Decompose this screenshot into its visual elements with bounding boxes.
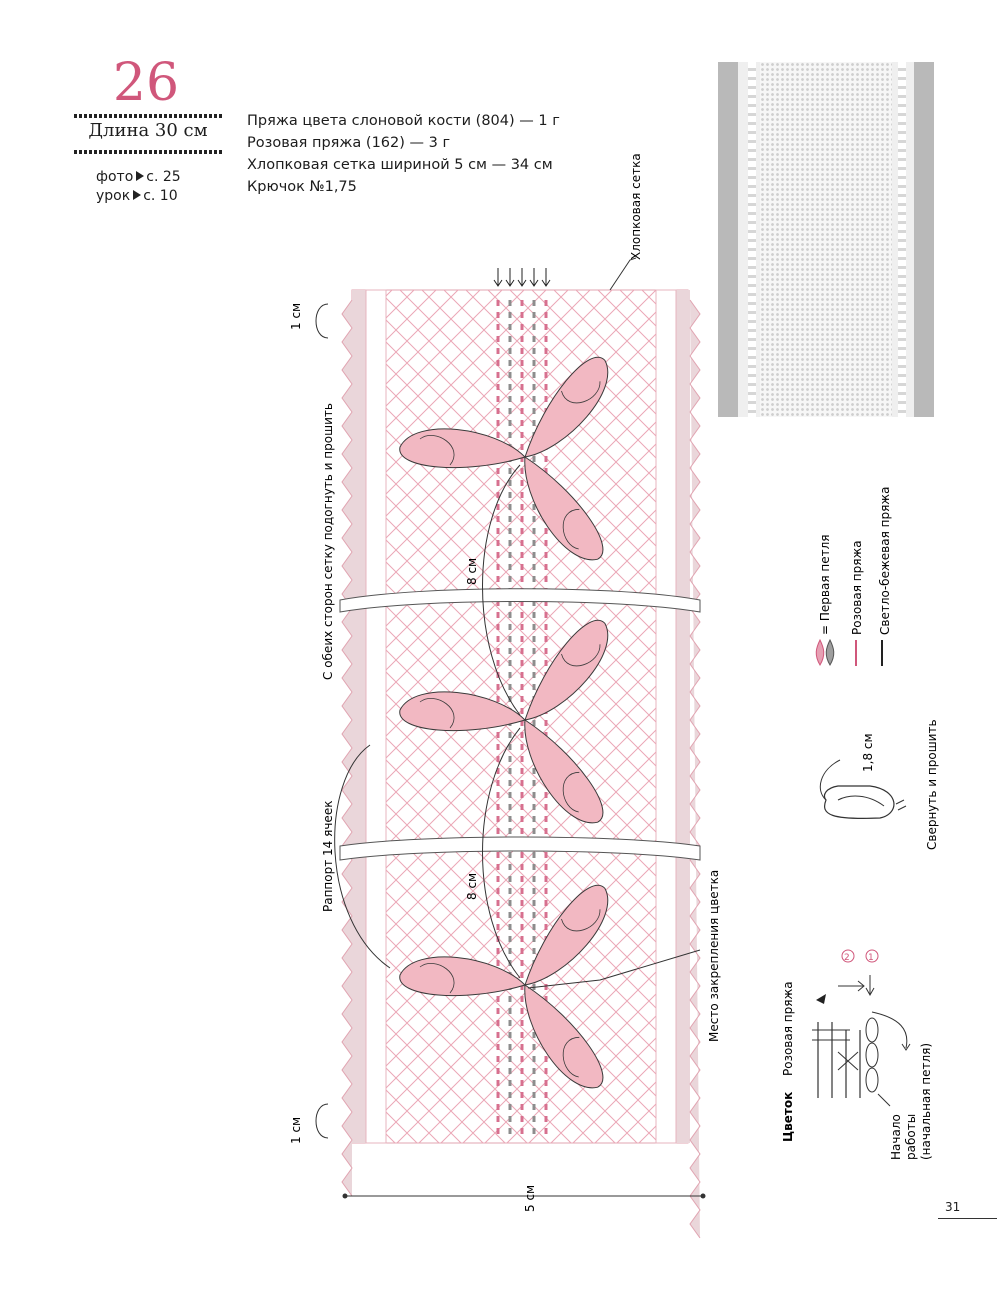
chain-oval [865, 1042, 879, 1068]
page-references: фото с. 25 урок с. 10 [96, 168, 181, 206]
start-arrows [493, 268, 551, 287]
flower-start-2: работы [904, 1114, 918, 1160]
legend: = Первая петля Розовая пряжа Светло-беже… [815, 487, 892, 666]
photo-mesh [760, 62, 892, 417]
start-pointer [877, 1093, 891, 1107]
spacing-label-1: 8 см [465, 558, 479, 585]
stitch-posts [817, 1022, 861, 1098]
curl-line [837, 795, 885, 807]
bottom-dotted-rule [74, 150, 222, 154]
triangle-icon [133, 190, 142, 200]
flower-start-1: Начало [889, 1114, 903, 1160]
fold-label: С обеих сторон сетку подогнуть и прошить [321, 403, 335, 680]
left-picot-edge [341, 299, 353, 1197]
legend-beige-yarn: Светло-бежевая пряжа [878, 487, 892, 635]
break-line-1 [339, 588, 701, 613]
stitch-crossbars [812, 1029, 859, 1071]
first-loop-gray-icon [825, 638, 835, 666]
left-fold-band [352, 290, 366, 1143]
curl-size-label: 1,8 см [861, 733, 875, 772]
right-fold-band [676, 290, 690, 1143]
width-label: 5 см [523, 1185, 537, 1212]
row-2-label: 2 [844, 953, 850, 963]
right-margin [655, 289, 677, 1144]
ref-photo-label: фото [96, 169, 134, 185]
length-label: Длина 30 см [88, 120, 208, 141]
spacing-arc-1 [482, 464, 521, 716]
ref-photo[interactable]: фото с. 25 [96, 168, 181, 187]
material-item: Хлопковая сетка шириной 5 см — 34 см [247, 157, 553, 173]
photo-edge-right [898, 62, 906, 417]
bottom-edge-label: 1 см [289, 1117, 303, 1144]
ref-lesson-page: с. 10 [143, 188, 178, 204]
turn-arrow [871, 1011, 908, 1049]
material-item: Пряжа цвета слоновой кости (804) — 1 г [247, 113, 560, 129]
page-number-rule [938, 1218, 997, 1219]
ref-lesson[interactable]: урок с. 10 [96, 187, 181, 206]
repeat-arc [334, 744, 391, 969]
top-edge-arc [315, 303, 329, 339]
pattern-number: 26 [112, 53, 180, 113]
dimension-dot-left [342, 1193, 348, 1199]
break-line-2 [339, 836, 701, 861]
curl-instruction-label: Свернуть и прошить [925, 719, 939, 850]
first-loop-pink-icon [815, 638, 825, 666]
row-2-arrow [838, 980, 865, 992]
row-1-arrow [865, 975, 875, 997]
chain-oval [865, 1017, 879, 1043]
start-triangle-icon [816, 994, 826, 1004]
flower-yarn: Розовая пряжа [781, 981, 795, 1076]
photo-edge-left [748, 62, 756, 417]
dimension-dot-right [700, 1193, 706, 1199]
chain-oval [865, 1067, 879, 1093]
row-1-marker [865, 949, 879, 963]
repeat-label: Раппорт 14 ячеек [321, 801, 335, 912]
mesh-label: Хлопковая сетка [629, 153, 643, 260]
material-item: Крючок №1,75 [247, 179, 357, 195]
spacing-arc-2 [482, 727, 521, 979]
stitch-marks [895, 799, 907, 811]
ref-photo-page: с. 25 [146, 169, 181, 185]
turn-arrowhead [901, 1043, 911, 1051]
top-dotted-rule [74, 114, 222, 118]
top-edge-label: 1 см [289, 303, 303, 330]
mesh-photo [718, 62, 934, 417]
row-1-label: 1 [868, 953, 874, 963]
legend-first-loop: = Первая петля [818, 535, 832, 635]
spacing-label-2: 8 см [465, 873, 479, 900]
legend-pink-yarn: Розовая пряжа [850, 540, 864, 635]
bottom-edge-arc [315, 1103, 329, 1139]
curled-petal [823, 785, 895, 820]
curl-arc [819, 759, 841, 801]
row-2-marker [841, 949, 855, 963]
triangle-icon [136, 171, 145, 181]
ref-lesson-label: урок [96, 188, 131, 204]
mesh-pointer [609, 257, 637, 291]
curl-diagram: 1,8 см Свернуть и прошить [819, 719, 939, 850]
right-picot-edge [689, 299, 701, 1239]
flower-title: Цветок [781, 1092, 795, 1142]
materials-list: Пряжа цвета слоновой кости (804) — 1 г Р… [247, 110, 560, 198]
material-item: Розовая пряжа (162) — 3 г [247, 135, 451, 151]
flower-start-3: (начальная петля) [919, 1043, 933, 1160]
attach-pointer [527, 949, 701, 989]
attach-label: Место закрепления цветка [707, 870, 721, 1042]
flower-chart: Цветок Розовая пряжа 2 1 Начало работы (… [781, 949, 933, 1160]
page-number: 31 [945, 1200, 961, 1214]
left-margin [365, 289, 387, 1144]
